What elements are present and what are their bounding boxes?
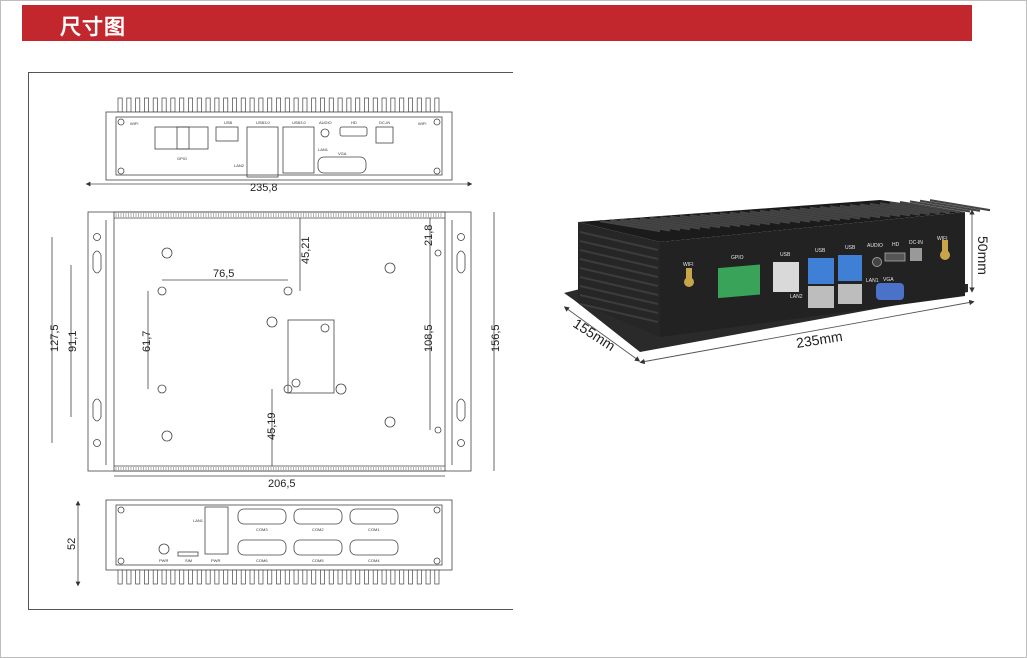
svg-text:AUDIO: AUDIO [319, 120, 332, 125]
svg-text:PWR: PWR [211, 558, 220, 563]
svg-text:61,7: 61,7 [141, 331, 153, 352]
drawing-frame [28, 72, 513, 610]
svg-text:156,5: 156,5 [490, 324, 502, 352]
product-port-labels: WIFI GPIO USB USB USB AUDIO HD DC-IN WIF… [683, 236, 948, 300]
back-view-fins [117, 569, 440, 585]
svg-text:108,5: 108,5 [423, 324, 435, 352]
top-view-hatch-bottom [115, 467, 442, 470]
svg-text:45,21: 45,21 [300, 236, 312, 264]
product-width-label: 235mm [795, 328, 844, 351]
svg-text:WIFI: WIFI [418, 121, 426, 126]
svg-text:COM5: COM5 [312, 558, 324, 563]
svg-text:91,1: 91,1 [67, 331, 79, 352]
svg-text:206,5: 206,5 [268, 478, 296, 490]
svg-text:USB: USB [224, 120, 233, 125]
top-view [51, 211, 495, 477]
svg-text:127,5: 127,5 [49, 324, 61, 352]
svg-text:76,5: 76,5 [213, 268, 234, 280]
svg-text:USB: USB [845, 245, 856, 251]
svg-text:COM2: COM2 [312, 527, 324, 532]
svg-text:21,8: 21,8 [423, 225, 435, 246]
svg-text:WIFI: WIFI [130, 121, 138, 126]
svg-text:HD: HD [351, 120, 357, 125]
svg-text:VGA: VGA [338, 151, 347, 156]
svg-text:USB: USB [780, 252, 791, 258]
svg-text:COM1: COM1 [368, 527, 380, 532]
product-dimension-lines [563, 209, 975, 365]
svg-text:LAN1: LAN1 [193, 518, 204, 523]
svg-text:GPIO: GPIO [177, 156, 187, 161]
svg-text:LAN2: LAN2 [234, 163, 245, 168]
svg-text:WIFI: WIFI [937, 236, 948, 242]
svg-text:LAN2: LAN2 [790, 294, 803, 300]
svg-text:DC-IN: DC-IN [379, 120, 390, 125]
svg-text:COM4: COM4 [368, 558, 380, 563]
front-view [85, 97, 473, 187]
top-view-hatch-top [115, 213, 442, 217]
top-view-dimensions: 76,5 45,21 21,8 61,7 108,5 45,19 127,5 9… [49, 225, 502, 490]
svg-text:HD: HD [892, 242, 900, 248]
svg-text:GPIO: GPIO [731, 255, 744, 261]
back-view-port-labels: LAN1 COM3 COM2 COM1 COM6 COM5 COM4 PWR S… [159, 518, 380, 563]
front-view-fins [117, 97, 440, 113]
product-height-label: 50mm [975, 236, 991, 275]
svg-text:LAN1: LAN1 [318, 147, 329, 152]
product-render [564, 199, 991, 352]
svg-text:PWR: PWR [159, 558, 168, 563]
back-height-dim: 52 [66, 538, 78, 550]
back-view [75, 499, 453, 587]
svg-text:AUDIO: AUDIO [867, 243, 883, 249]
svg-text:VGA: VGA [883, 277, 894, 283]
svg-text:WIFI: WIFI [683, 262, 694, 268]
header-banner: 尺寸图 [22, 5, 972, 41]
svg-text:USB3.0: USB3.0 [292, 120, 307, 125]
svg-text:COM6: COM6 [256, 558, 268, 563]
page-title: 尺寸图 [60, 15, 126, 39]
svg-text:DC-IN: DC-IN [909, 240, 923, 246]
svg-text:USB3.0: USB3.0 [256, 120, 271, 125]
product-top-fins [599, 199, 991, 233]
svg-text:USB: USB [815, 248, 826, 254]
svg-text:LAN1: LAN1 [866, 278, 879, 284]
svg-text:SIM: SIM [185, 558, 192, 563]
front-width-dim: 235,8 [250, 182, 278, 194]
svg-text:COM3: COM3 [256, 527, 268, 532]
front-view-port-labels: WIFI GPIO USB USB3.0 USB3.0 AUDIO HD DC-… [130, 120, 426, 168]
svg-text:45,19: 45,19 [266, 412, 278, 440]
